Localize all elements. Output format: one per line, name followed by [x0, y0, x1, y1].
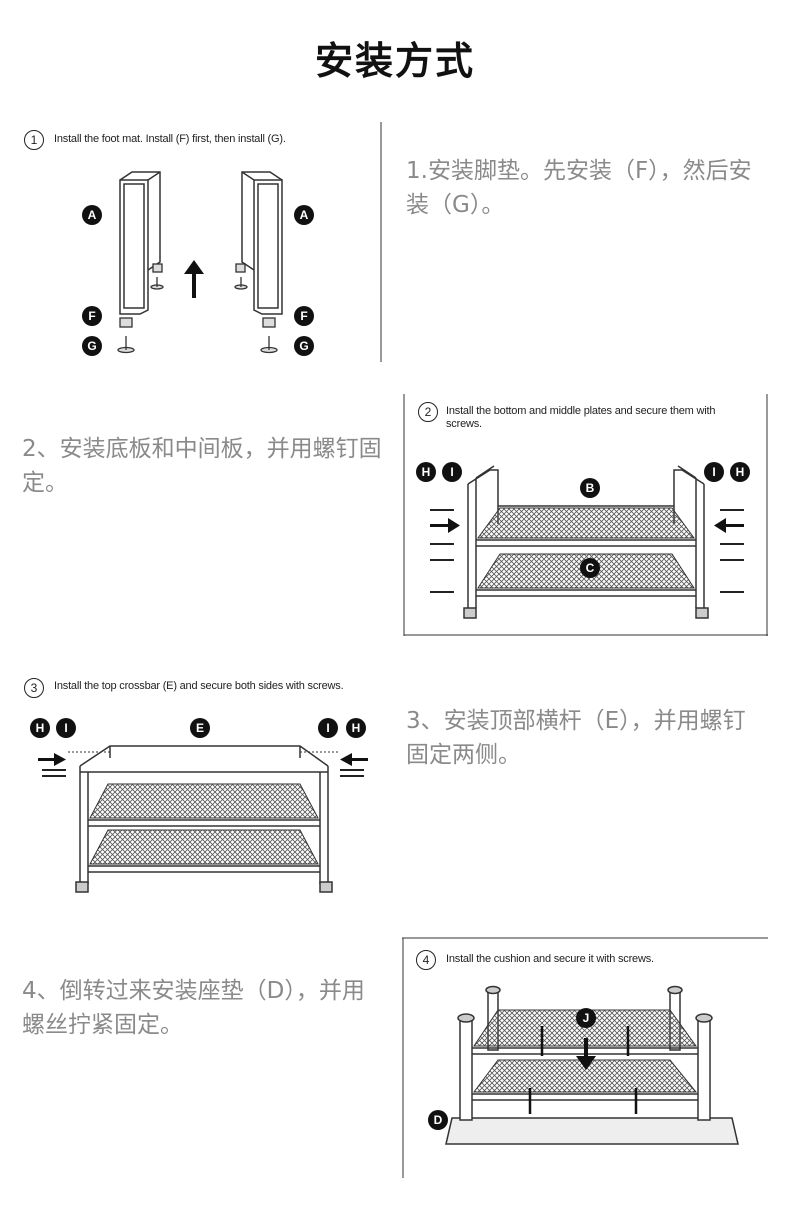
label-i-left: I	[56, 718, 76, 738]
label-h-right: H	[346, 718, 366, 738]
label-a-left: A	[82, 205, 102, 225]
cushion-d	[445, 1117, 739, 1145]
step-2-illustration	[403, 394, 768, 636]
arrow-up-icon	[184, 260, 204, 298]
screw-icons	[430, 509, 744, 593]
step-3-caption: Install the top crossbar (E) and secure …	[54, 680, 344, 692]
screw-icons	[42, 769, 364, 777]
step-2-caption: Install the bottom and middle plates and…	[446, 405, 716, 430]
frame-right	[241, 171, 283, 315]
step-4-caption: Install the cushion and secure it with s…	[446, 953, 654, 965]
plate-top	[473, 1009, 697, 1047]
step-1-illustration	[117, 122, 382, 362]
step-1-caption: Install the foot mat. Install (F) first,…	[54, 133, 286, 145]
label-e: E	[190, 718, 210, 738]
foot-parts-right	[234, 263, 278, 354]
label-h-left: H	[30, 718, 50, 738]
step-4-illustration	[402, 937, 768, 1178]
plate-bottom	[89, 829, 319, 865]
plate-lower	[473, 1059, 698, 1093]
step-3-number: 3	[24, 678, 44, 698]
step-3-text: 3、安装顶部横杆（E），并用螺钉固定两侧。	[406, 708, 746, 768]
page-title: 安装方式	[314, 39, 475, 83]
label-i-right: I	[318, 718, 338, 738]
shelf-frame	[75, 745, 333, 893]
label-g-left: G	[82, 336, 102, 356]
plate-middle	[89, 783, 319, 819]
arrow-down-icon	[576, 1038, 596, 1070]
step-4-number: 4	[416, 950, 436, 970]
arrow-left-icon	[340, 753, 368, 766]
label-b: B	[580, 478, 600, 498]
label-f-left: F	[82, 306, 102, 326]
label-g-right: G	[294, 336, 314, 356]
step-1-diagram: 1 Install the foot mat. Install (F) firs…	[20, 122, 382, 362]
arrow-right-icon	[430, 518, 460, 533]
step-2-diagram: 2 Install the bottom and middle plates a…	[403, 394, 768, 636]
label-h-right: H	[730, 462, 750, 482]
foot-parts-left	[117, 263, 164, 354]
label-h-left: H	[416, 462, 436, 482]
label-i-left: I	[442, 462, 462, 482]
step-1-text: 1.安装脚垫。先安装（F），然后安装（G）。	[406, 158, 752, 218]
frame-left	[119, 171, 161, 315]
label-j: J	[576, 1008, 596, 1028]
shelf-frame	[463, 465, 709, 619]
step-4-diagram: 4 Install the cushion and secure it with…	[402, 937, 768, 1178]
label-c: C	[580, 558, 600, 578]
label-i-right: I	[704, 462, 724, 482]
step-2-text: 2、安装底板和中间板，并用螺钉固定。	[22, 436, 382, 496]
step-2-number: 2	[418, 402, 438, 422]
step-3-illustration	[38, 745, 368, 893]
label-f-right: F	[294, 306, 314, 326]
label-d: D	[428, 1110, 448, 1130]
screw-icons	[528, 1026, 638, 1114]
arrow-left-icon	[714, 518, 744, 533]
plate-b	[477, 507, 695, 539]
step-3-diagram: 3 Install the top crossbar (E) and secur…	[20, 672, 382, 908]
label-a-right: A	[294, 205, 314, 225]
step-1-number: 1	[24, 130, 44, 150]
arrow-right-icon	[38, 753, 66, 766]
step-4-text: 4、倒转过来安装座垫（D），并用螺丝拧紧固定。	[22, 978, 365, 1038]
